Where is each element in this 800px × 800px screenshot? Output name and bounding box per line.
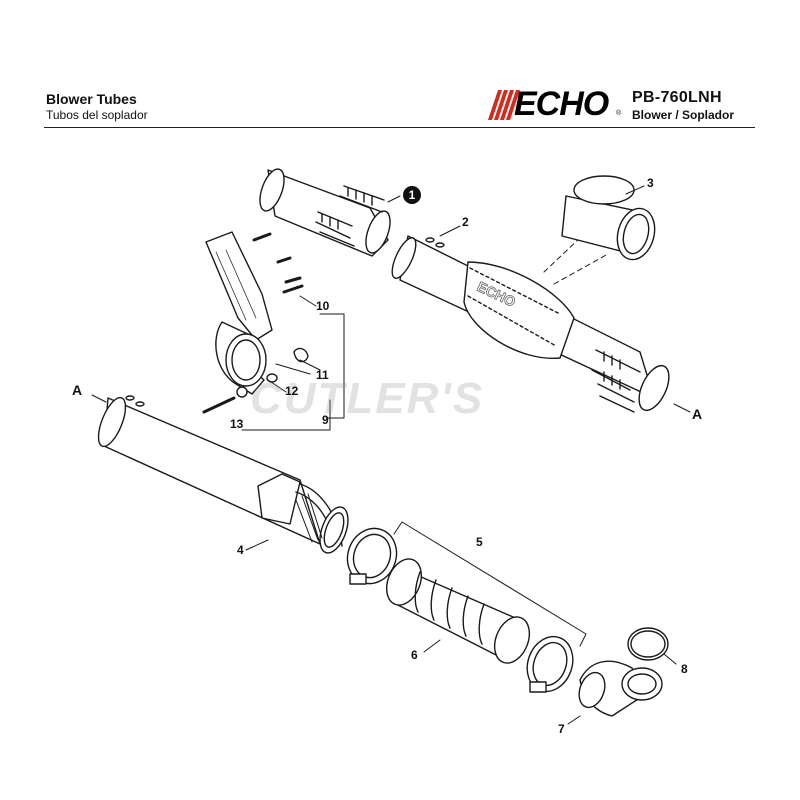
part-11-wingnut — [293, 347, 309, 363]
part-6-flex-hose — [385, 558, 531, 664]
part-2-middle-tube: ECHO — [391, 235, 670, 413]
part-3-sleeve — [561, 175, 656, 261]
part-8-o-ring — [627, 627, 669, 661]
leader-line — [241, 399, 331, 431]
part-10-screws — [252, 232, 304, 294]
part-9-handle — [205, 231, 273, 398]
callout-9: 9 — [322, 413, 329, 427]
callout-11: 11 — [316, 368, 329, 382]
watermark: CUTLER'S — [250, 374, 485, 423]
callout-8: 8 — [681, 662, 688, 676]
model-description: Blower / Soplador — [632, 108, 735, 122]
part-5-clamp-lower — [526, 635, 574, 693]
part-13-bolt — [202, 396, 236, 414]
header-divider — [44, 127, 755, 128]
guide-line — [543, 235, 609, 285]
part-4-lower-tube — [97, 395, 349, 554]
echo-logo-icon — [488, 90, 520, 120]
model-number: PB-760LNH — [632, 89, 722, 106]
callout-4: 4 — [237, 543, 244, 557]
connection-marker-a-right: A — [692, 406, 703, 422]
page-subtitle: Tubos del soplador — [46, 108, 148, 122]
leader-line — [393, 521, 587, 647]
leader-lines — [91, 185, 691, 725]
callout-6: 6 — [411, 648, 418, 662]
part-5-clamp-upper — [346, 527, 398, 585]
part-1-upper-tube — [259, 168, 391, 257]
callout-3: 3 — [647, 176, 654, 190]
part-7-elbow — [578, 660, 663, 717]
registered-icon: ® — [616, 110, 622, 117]
callout-5: 5 — [476, 535, 483, 549]
brand-name: ECHO — [514, 85, 609, 123]
callout-7: 7 — [558, 722, 565, 736]
callout-10: 10 — [316, 299, 330, 313]
connection-marker-a-left: A — [72, 382, 83, 398]
page-title: Blower Tubes — [46, 91, 137, 107]
callout-13: 13 — [230, 417, 244, 431]
part-12-washer — [266, 373, 278, 383]
page-header: Blower Tubes Tubos del soplador ECHO ® P… — [0, 0, 800, 130]
callout-1: 1 — [403, 186, 421, 204]
leader-line — [267, 359, 321, 393]
leader-line — [319, 313, 345, 419]
callout-2: 2 — [462, 215, 469, 229]
callout-12: 12 — [285, 384, 299, 398]
